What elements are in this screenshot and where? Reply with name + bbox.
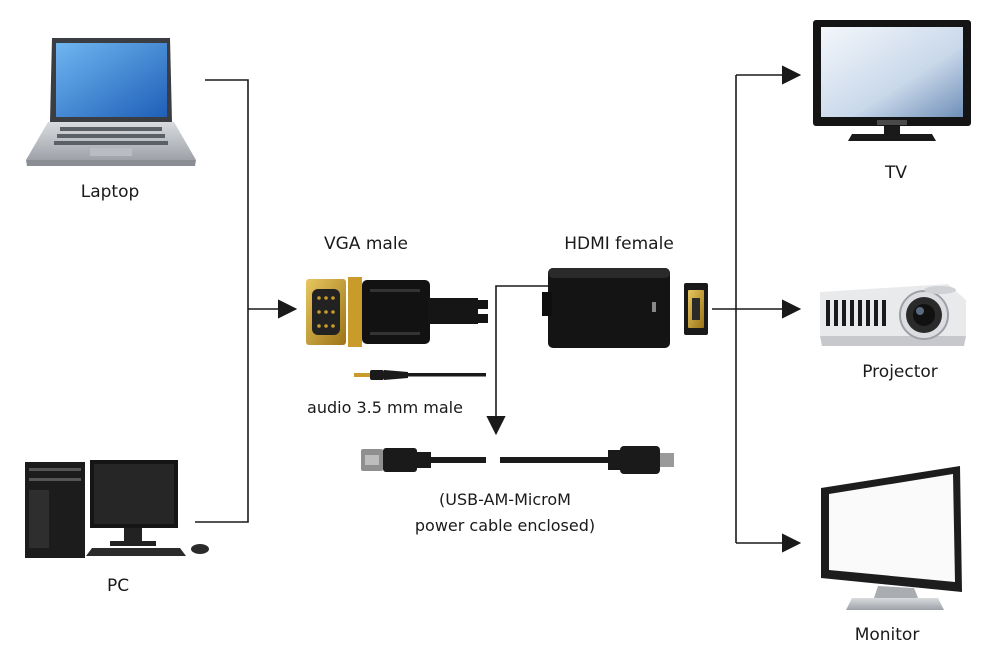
laptop-label: Laptop <box>80 182 140 202</box>
hdmi-adapter-icon <box>542 268 708 348</box>
pc-label: PC <box>106 576 130 596</box>
projector-label: Projector <box>862 362 938 382</box>
vga-connector-icon <box>306 277 488 347</box>
usb-cable-caption: (USB-AM-MicroM power cable enclosed) <box>415 487 595 539</box>
laptop-icon <box>26 38 196 166</box>
projector-icon <box>820 284 966 346</box>
audio-plug-icon <box>354 370 486 380</box>
hdmi-female-label: HDMI female <box>564 234 674 254</box>
usb-caption-line-1: (USB-AM-MicroM <box>439 490 571 509</box>
tv-label: TV <box>884 163 908 183</box>
power-arrow-line <box>486 285 548 436</box>
usb-caption-line-2: power cable enclosed) <box>414 516 596 535</box>
monitor-label: Monitor <box>854 625 920 645</box>
desktop-pc-icon <box>25 460 209 558</box>
laptop-line <box>195 79 249 523</box>
monitor-icon <box>821 466 962 610</box>
usb-cable-icon <box>361 446 674 474</box>
connector-lines <box>195 65 802 553</box>
audio-label: audio 3.5 mm male <box>307 398 463 417</box>
tv-icon <box>813 20 971 141</box>
vga-male-label: VGA male <box>324 234 408 254</box>
